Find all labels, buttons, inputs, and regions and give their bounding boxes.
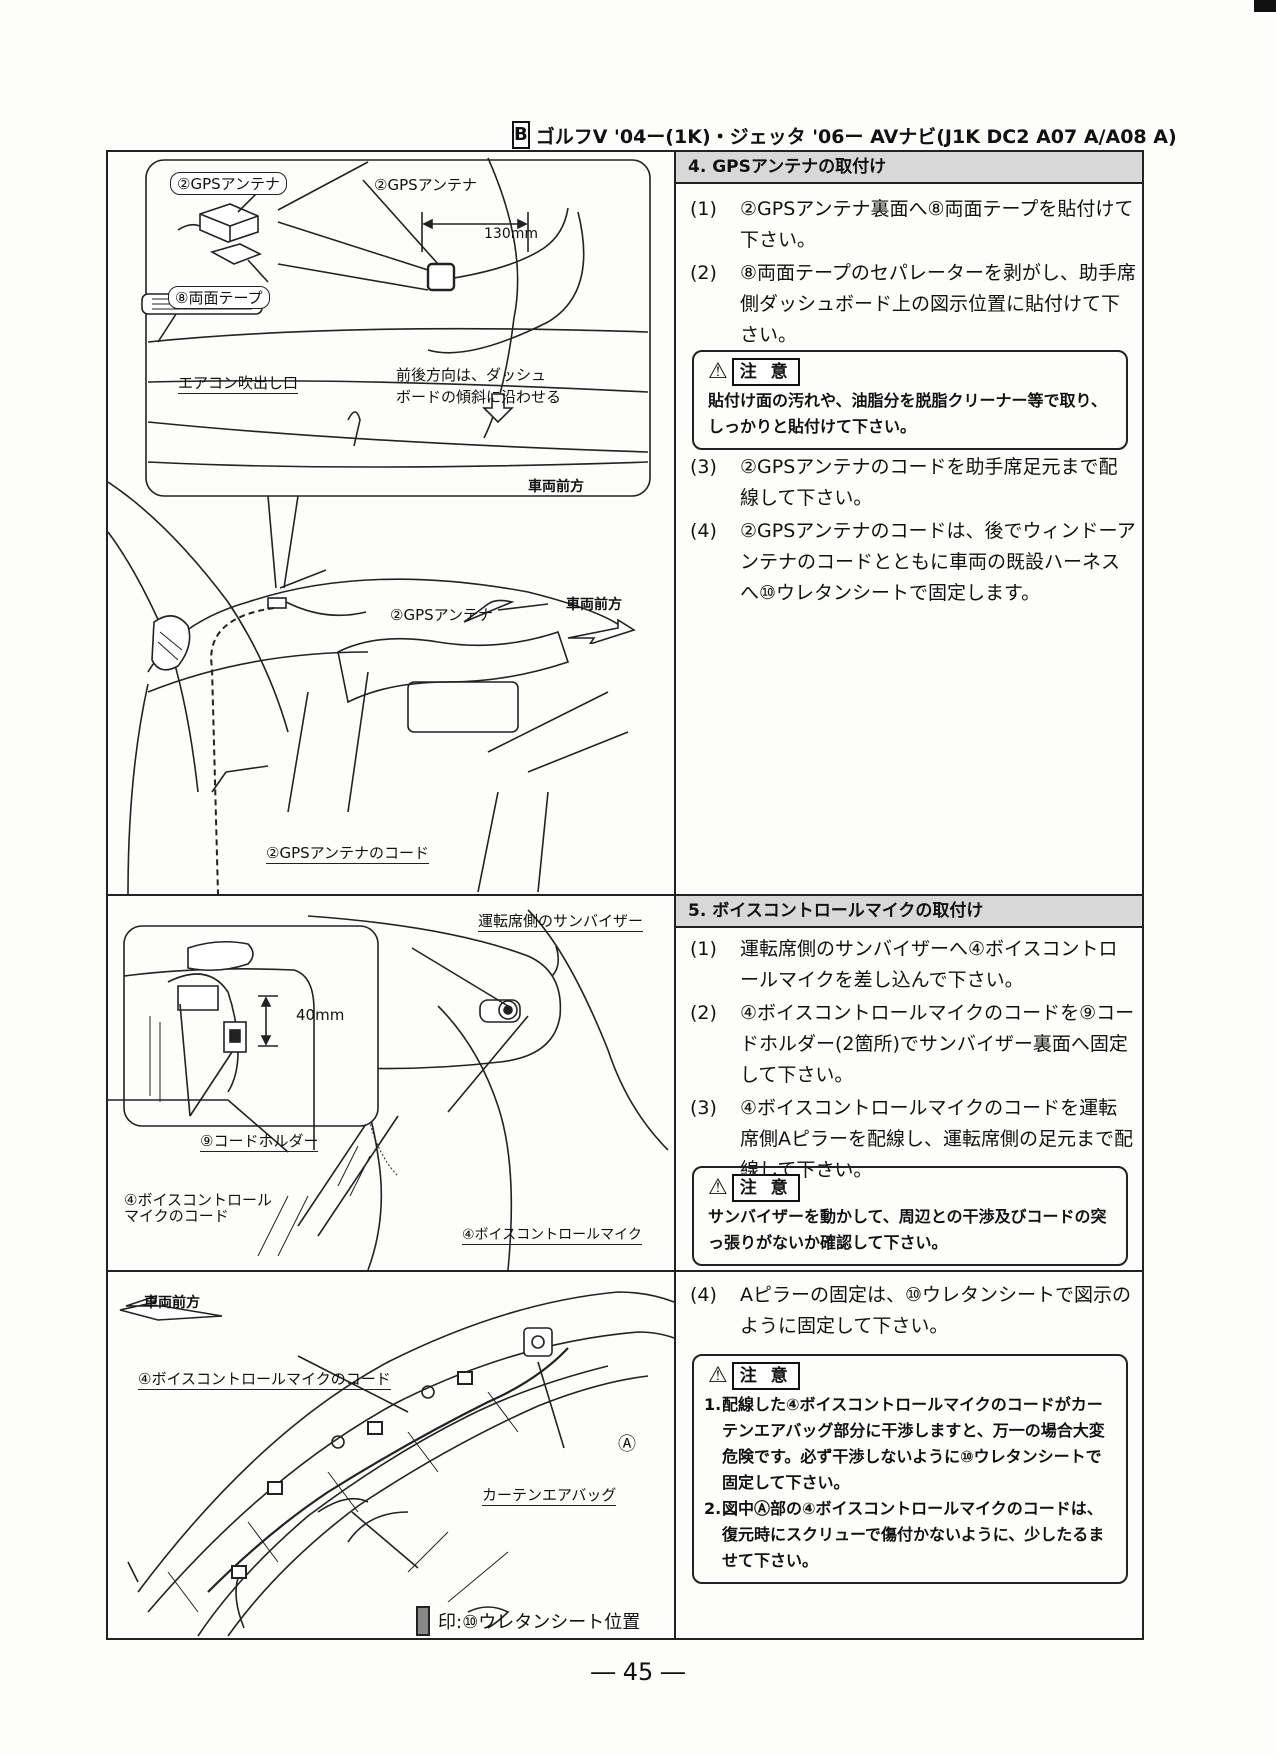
dim-130mm: 130mm (484, 226, 538, 242)
step-4-1: (1)②GPSアンテナ裏面へ⑧両面テープを貼付けて下さい。 (690, 198, 1134, 251)
row-divider-2 (106, 1270, 1144, 1272)
inset-box (145, 159, 651, 497)
row-divider-1 (106, 894, 1144, 896)
caution-text: 貼付け面の汚れや、油脂分を脱脂クリーナー等で取り、しっかりと貼付けて下さい。 (708, 391, 1107, 436)
label-direction-2: ボードの傾斜に沿わせる (396, 388, 562, 406)
label-double-tape: ⑧両面テープ (168, 286, 270, 309)
corner-mark (1254, 0, 1276, 12)
label-direction-1: 前後方向は、ダッシュ (396, 366, 547, 384)
section6-steps: (4)Aピラーの固定は、⑩ウレタンシートで図示のように固定して下さい。 (690, 1280, 1136, 1344)
label-sunvisor: 運転席側のサンバイザー (478, 912, 644, 932)
section5-caution: ⚠注 意 サンバイザーを動かして、周辺との干渉及びコードの突っ張りがないか確認し… (692, 1166, 1128, 1266)
urethane-legend-swatch (416, 1606, 430, 1636)
warning-icon: ⚠ (708, 1363, 728, 1388)
label-vehicle-front-3: 車両前方 (144, 1295, 200, 1311)
step-4-3: (3)②GPSアンテナのコードを助手席足元まで配線して下さい。 (690, 456, 1118, 509)
front-arrow-icon (567, 618, 636, 644)
step-4-4: (4)②GPSアンテナのコードは、後でウィンドーアンテナのコードとともに車両の既… (690, 520, 1136, 604)
section5-steps: (1)運転席側のサンバイザーへ④ボイスコントロールマイクを差し込んで下さい。 (… (690, 934, 1136, 1188)
section4-steps-2: (3)②GPSアンテナのコードを助手席足元まで配線して下さい。 (4)②GPSア… (690, 452, 1136, 611)
section5-title: 5. ボイスコントロールマイクの取付け (676, 896, 1142, 928)
label-vehicle-front-2: 車両前方 (566, 597, 622, 613)
label-gps-antenna-1: ②GPSアンテナ (170, 172, 288, 195)
gps-install-diagram (108, 157, 651, 894)
caution-title: 注 意 (731, 358, 800, 386)
label-point-a: Ⓐ (618, 1434, 636, 1455)
section6-caution: ⚠注 意 1.配線した④ボイスコントロールマイクのコードがカーテンエアバッグ部分… (692, 1354, 1128, 1584)
label-voice-mic: ④ボイスコントロールマイク (462, 1224, 642, 1245)
label-vehicle-front-1: 車両前方 (528, 479, 584, 495)
section4-steps: (1)②GPSアンテナ裏面へ⑧両面テープを貼付けて下さい。 (2)⑧両面テープの… (690, 194, 1136, 353)
step-5-1: (1)運転席側のサンバイザーへ④ボイスコントロールマイクを差し込んで下さい。 (690, 938, 1118, 991)
caution-text: サンバイザーを動かして、周辺との干渉及びコードの突っ張りがないか確認して下さい。 (708, 1207, 1107, 1252)
page-number: ― 45 ― (591, 1658, 685, 1686)
section4-caution: ⚠注 意 貼付け面の汚れや、油脂分を脱脂クリーナー等で取り、しっかりと貼付けて下… (692, 350, 1128, 450)
caution-item-2: 2.図中Ⓐ部の④ボイスコントロールマイクのコードは、復元時にスクリューで傷付かな… (704, 1499, 1105, 1570)
caution-item-1: 1.配線した④ボイスコントロールマイクのコードがカーテンエアバッグ部分に干渉しま… (704, 1395, 1105, 1492)
label-mic-cord: ④ボイスコントロールマイクのコード (124, 1191, 272, 1225)
gps-antenna-mark (426, 262, 456, 292)
label-code-holder: ⑨コードホルダー (200, 1132, 319, 1152)
label-curtain-airbag: カーテンエアバッグ (482, 1486, 617, 1506)
label-gps-cord: ②GPSアンテナのコード (266, 844, 430, 864)
caution-title: 注 意 (731, 1362, 800, 1390)
step-4-2: (2)⑧両面テープのセパレーターを剥がし、助手席側ダッシュボード上の図示位置に貼… (690, 262, 1136, 346)
section-badge: B (512, 121, 530, 149)
page-header: B ゴルフV '04ー(1K)・ジェッタ '06ー AVナビ(J1K DC2 A… (512, 120, 1177, 150)
voice-mic-diagram (108, 909, 669, 1270)
warning-icon: ⚠ (708, 1175, 728, 1200)
label-urethane-legend: 印:⑩ウレタンシート位置 (438, 1612, 641, 1633)
label-gps-antenna-3: ②GPSアンテナ (390, 606, 494, 624)
label-gps-antenna-2: ②GPSアンテナ (374, 176, 478, 194)
a-pillar-diagram (119, 1291, 674, 1637)
label-mic-cord-2: ④ボイスコントロールマイクのコード (138, 1370, 391, 1390)
section4-title: 4. GPSアンテナの取付け (676, 152, 1142, 184)
dim-40mm: 40mm (296, 1006, 345, 1024)
step-5-2: (2)④ボイスコントロールマイクのコードを⑨コードホルダー(2箇所)でサンバイザ… (690, 1002, 1135, 1086)
warning-icon: ⚠ (708, 359, 728, 384)
step-5-4: (4)Aピラーの固定は、⑩ウレタンシートで図示のように固定して下さい。 (690, 1284, 1132, 1337)
label-aircon-vent: エアコン吹出し口 (178, 374, 299, 394)
column-divider (674, 150, 676, 1640)
header-title: ゴルフV '04ー(1K)・ジェッタ '06ー AVナビ(J1K DC2 A07… (535, 125, 1177, 148)
caution-title: 注 意 (731, 1174, 800, 1202)
